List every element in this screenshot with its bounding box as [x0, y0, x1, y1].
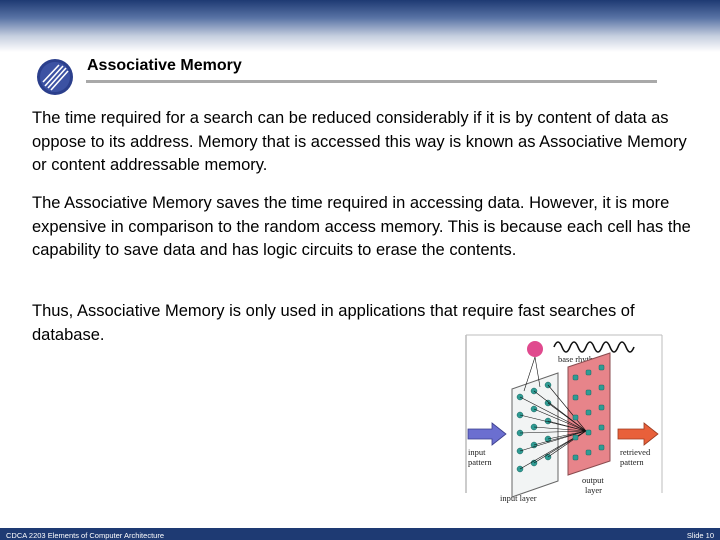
input-arrow-icon	[467, 422, 507, 446]
header-band	[0, 0, 720, 52]
title-underline	[86, 80, 657, 83]
output-node	[585, 389, 592, 396]
output-node	[585, 409, 592, 416]
label-retrieved-pattern-2: pattern	[620, 457, 644, 467]
output-node	[572, 394, 579, 401]
output-node	[598, 404, 605, 411]
university-logo-icon	[37, 59, 73, 95]
slide-title: Associative Memory	[87, 57, 242, 74]
output-node	[598, 364, 605, 371]
output-node	[572, 374, 579, 381]
output-arrow-icon	[617, 422, 659, 446]
label-input-layer: input layer	[500, 493, 537, 503]
footer-course: CDCA 2203 Elements of Computer Architect…	[6, 531, 164, 540]
output-node	[572, 414, 579, 421]
output-node	[572, 434, 579, 441]
output-node	[585, 449, 592, 456]
label-output-layer-2: layer	[585, 485, 602, 495]
footer-slide-number: Slide 10	[686, 531, 714, 540]
label-input-pattern-1: input	[468, 447, 486, 457]
wave-icon	[553, 341, 635, 353]
paragraph-3: Thus, Associative Memory is only used in…	[32, 302, 635, 344]
footer-bar	[0, 528, 720, 540]
output-node	[598, 444, 605, 451]
output-node	[572, 454, 579, 461]
output-node	[585, 429, 592, 436]
label-input-pattern-2: pattern	[468, 457, 492, 467]
label-retrieved-pattern-1: retrieved	[620, 447, 651, 457]
associative-memory-diagram: base rhythm	[465, 334, 663, 503]
pacemaker-node	[527, 341, 543, 357]
output-node	[585, 369, 592, 376]
output-node	[598, 424, 605, 431]
label-output-layer-1: output	[582, 475, 604, 485]
paragraph-1: The time required for a search can be re…	[32, 109, 687, 174]
paragraph-2: The Associative Memory saves the time re…	[32, 194, 691, 259]
label-base-rhythm: base rhythm	[558, 354, 600, 364]
output-node	[598, 384, 605, 391]
